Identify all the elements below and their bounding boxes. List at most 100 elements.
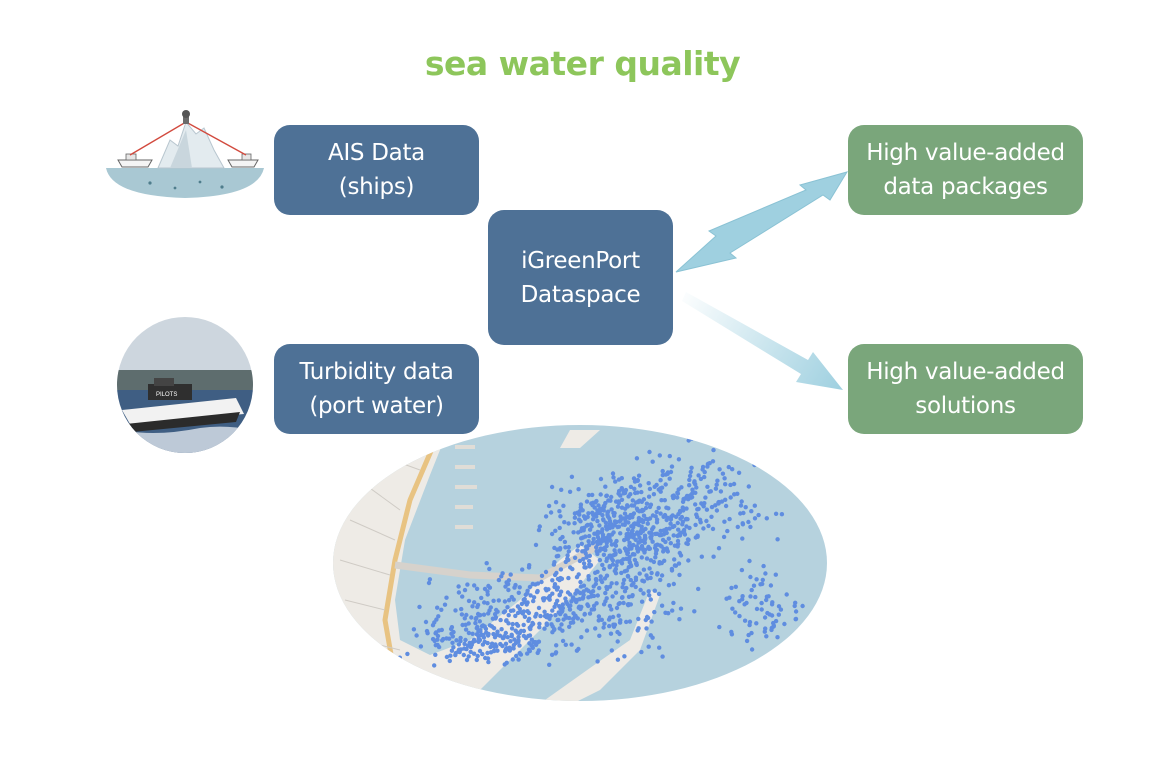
ais-dot <box>613 499 619 504</box>
ais-dot <box>623 487 629 493</box>
ais-dot <box>677 510 683 515</box>
ais-dot <box>659 498 664 503</box>
ais-dot <box>680 522 685 527</box>
ais-dot <box>448 653 453 658</box>
ais-dot <box>442 602 448 607</box>
ais-dot <box>624 619 629 625</box>
ais-dot <box>530 621 536 627</box>
ais-dot <box>595 593 600 598</box>
ais-dot <box>634 456 640 461</box>
ais-dot <box>701 504 706 509</box>
ais-dot <box>587 527 593 532</box>
ais-dot <box>602 621 607 626</box>
ais-dot <box>595 535 601 540</box>
ais-dot <box>614 538 619 544</box>
ais-dot <box>753 594 758 600</box>
ais-dot <box>601 602 607 607</box>
ais-dot <box>417 604 422 610</box>
ais-dot <box>553 651 558 656</box>
ais-dot <box>716 501 721 506</box>
data-packages-label: High value-added <box>866 140 1065 166</box>
ais-dot <box>430 636 436 642</box>
ais-dot <box>572 614 578 619</box>
ais-dot <box>454 638 459 643</box>
ais-dot <box>620 522 625 527</box>
ais-dot <box>752 516 758 521</box>
ais-dot <box>549 484 555 490</box>
ais-dot <box>588 594 594 599</box>
ais-dot <box>576 517 582 522</box>
ais-dot <box>644 573 649 578</box>
ais-dot <box>660 654 665 659</box>
ais-dot <box>653 555 658 560</box>
ais-dot <box>727 516 732 522</box>
ais-dot <box>508 572 513 577</box>
ais-dot <box>618 514 623 519</box>
data-packages-sublabel: data packages <box>883 174 1048 200</box>
ais-dot <box>436 614 441 619</box>
ais-dot <box>505 635 510 640</box>
ais-dot <box>762 629 767 634</box>
ais-dot <box>775 635 780 640</box>
ais-dot <box>607 554 612 559</box>
ais-dot <box>576 487 581 492</box>
map-breakwater <box>545 590 660 701</box>
ais-dot <box>603 590 608 596</box>
ais-dot <box>793 616 799 622</box>
ais-dot <box>487 623 493 628</box>
ais-dot <box>570 597 576 602</box>
ais-data-label: AIS Data <box>328 140 425 166</box>
ais-dot <box>485 592 490 597</box>
ais-dot <box>529 637 534 642</box>
ais-dot <box>687 483 692 488</box>
ais-dot <box>586 511 591 516</box>
ais-dot <box>533 614 538 619</box>
ais-dot <box>541 598 546 603</box>
ais-dot <box>572 555 578 560</box>
ais-dot <box>596 614 602 619</box>
ais-dot <box>575 543 581 548</box>
ais-dot <box>749 647 755 652</box>
ais-dot <box>439 607 444 612</box>
ais-dot <box>615 524 620 530</box>
ais-dot <box>491 598 496 603</box>
ais-dot <box>651 492 657 497</box>
ais-dot <box>522 596 527 602</box>
ais-dot <box>484 561 489 566</box>
ais-dot <box>595 518 600 524</box>
ais-dot <box>561 503 566 508</box>
ais-dot <box>566 545 571 550</box>
ais-dot <box>447 636 452 641</box>
ais-dot <box>641 567 647 572</box>
ais-dot <box>554 554 559 559</box>
ais-dot <box>746 519 751 525</box>
ais-dot <box>535 581 541 586</box>
ais-dot <box>631 476 637 481</box>
ais-dot <box>436 644 442 650</box>
ais-dot <box>657 453 662 458</box>
ais-dot <box>649 619 654 624</box>
ais-dot <box>525 590 530 596</box>
ais-dot <box>632 486 637 491</box>
ais-dot <box>485 640 490 646</box>
ais-dot <box>762 615 768 620</box>
ais-dot <box>595 659 600 664</box>
ais-dot <box>626 594 632 599</box>
ais-dot <box>591 603 597 608</box>
ais-dot <box>736 470 742 475</box>
ais-dot <box>503 647 508 653</box>
ais-dot <box>716 546 722 551</box>
ais-dot <box>669 464 675 469</box>
ais-dot <box>619 570 624 576</box>
ais-dot <box>593 626 598 631</box>
ais-dot <box>650 539 655 544</box>
ais-dot <box>562 520 567 525</box>
ais-dot <box>578 505 583 510</box>
ais-dot <box>744 600 749 606</box>
ais-dot <box>451 645 456 650</box>
ais-dot <box>748 524 753 530</box>
ais-dot <box>566 549 571 554</box>
ais-dot <box>618 531 623 536</box>
ais-dot <box>591 584 596 589</box>
ais-dot <box>499 627 504 632</box>
